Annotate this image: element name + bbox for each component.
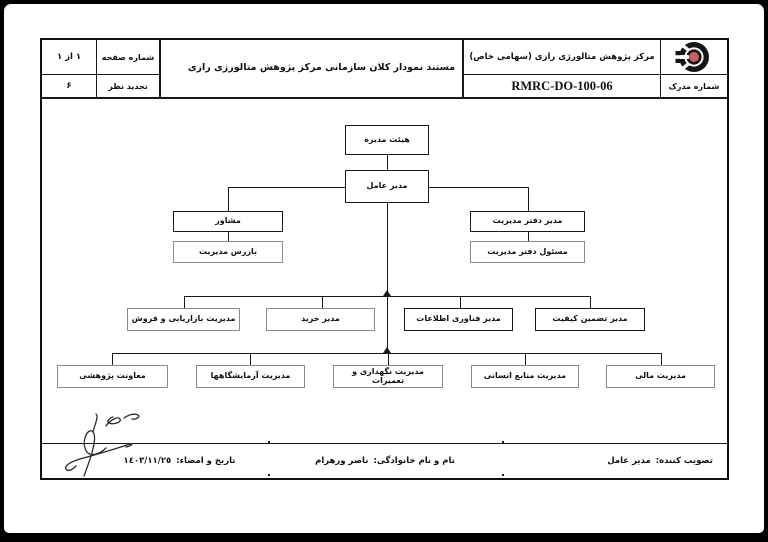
header-divider-line: [463, 74, 727, 75]
document-number-label: شماره مدرک: [668, 81, 720, 91]
connector-line: [228, 187, 229, 211]
logo-cell: [661, 40, 727, 74]
org-node-quality: مدیر تضمین کیفیت: [535, 308, 645, 331]
connector-line: [429, 187, 528, 188]
connector-line: [528, 232, 529, 241]
date-value: ١٤٠٣/١١/٢٥: [123, 455, 172, 466]
org-node-office-clerk: مسئول دفتر مدیریت: [470, 241, 585, 263]
org-node-labs: مدیریت آزمایشگاهها: [196, 365, 305, 388]
connector-line: [525, 353, 526, 365]
page-number-value: ١ از ١: [56, 52, 82, 62]
org-node-board: هیئت مدیره: [345, 125, 429, 155]
junction-arrow-icon: [383, 347, 391, 353]
org-node-it: مدیر فناوری اطلاعات: [404, 308, 513, 331]
rmrc-logo-icon: [675, 41, 709, 73]
org-node-hr: مدیریت منابع انسانی: [471, 365, 579, 388]
junction-arrow-icon: [383, 290, 391, 296]
page-number-label: شماره صفحه: [101, 52, 155, 62]
company-name: مرکز پژوهش متالورژی رازی (سهامی خاص): [469, 52, 655, 62]
connector-line: [228, 187, 345, 188]
connector-line: [661, 353, 662, 365]
name-value: ناصر ورهرام: [315, 455, 369, 466]
cell-junction-dot: [502, 474, 504, 476]
document-table: ١ از ١ شماره صفحه ۶ تجدید نظر مستند نمود…: [40, 38, 729, 480]
header-column-line: [462, 40, 464, 97]
footer-name: نام و نام خانوادگی: ناصر ورهرام: [268, 443, 502, 478]
name-label: نام و نام خانوادگی:: [373, 455, 455, 466]
connector-line: [184, 296, 185, 308]
org-node-inspector: بازرس مدیریت: [173, 241, 283, 263]
cell-junction-dot: [268, 474, 270, 476]
org-node-ceo: مدیر عامل: [345, 170, 429, 203]
document-page: ١ از ١ شماره صفحه ۶ تجدید نظر مستند نمود…: [4, 4, 764, 533]
header-divider-line: [42, 74, 161, 75]
connector-line: [387, 155, 388, 170]
footer-date: تاریخ و امضاء: ١٤٠٣/١١/٢٥: [97, 443, 262, 478]
revision-label: تجدید نظر: [108, 81, 148, 91]
connector-line: [250, 353, 251, 365]
org-node-office-head: مدیر دفتر مدیریت: [470, 211, 585, 232]
revision-value: ۶: [66, 81, 72, 91]
connector-line: [184, 296, 591, 297]
org-node-maintenance: مدیریت نگهداری و تعمیرات: [333, 365, 443, 388]
document-number: RMRC-DO-100-06: [511, 78, 613, 93]
org-node-advisor: مشاور: [173, 211, 283, 232]
footer-approver: تصویب کننده: مدیر عامل: [502, 443, 727, 478]
approver-value: مدیر عامل: [607, 455, 651, 466]
document-title: مستند نمودار کلان سازمانی مرکز پژوهش متا…: [187, 62, 456, 74]
header-column-line: [159, 40, 161, 97]
header-column-line: [96, 40, 97, 97]
cell-junction-dot: [268, 441, 270, 443]
cell-junction-dot: [502, 441, 504, 443]
connector-line: [322, 296, 323, 308]
org-node-research: معاونت پژوهشی: [57, 365, 168, 388]
connector-line: [387, 203, 388, 353]
connector-line: [388, 353, 389, 365]
date-label: تاریخ و امضاء:: [176, 455, 236, 466]
header-bottom-border: [42, 97, 727, 99]
footer-divider-line: [42, 443, 727, 444]
connector-line: [112, 353, 113, 365]
org-node-finance: مدیریت مالی: [606, 365, 715, 388]
approver-label: تصویب کننده:: [655, 455, 713, 466]
signature-scribble: [64, 413, 140, 477]
connector-line: [528, 187, 529, 211]
connector-line: [228, 232, 229, 241]
header-column-line: [660, 40, 661, 97]
org-node-purchasing: مدیر خرید: [266, 308, 375, 331]
connector-line: [460, 296, 461, 308]
org-node-marketing: مدیریت بازاریابی و فروش: [127, 308, 240, 331]
connector-line: [590, 296, 591, 308]
connector-line: [112, 353, 662, 354]
